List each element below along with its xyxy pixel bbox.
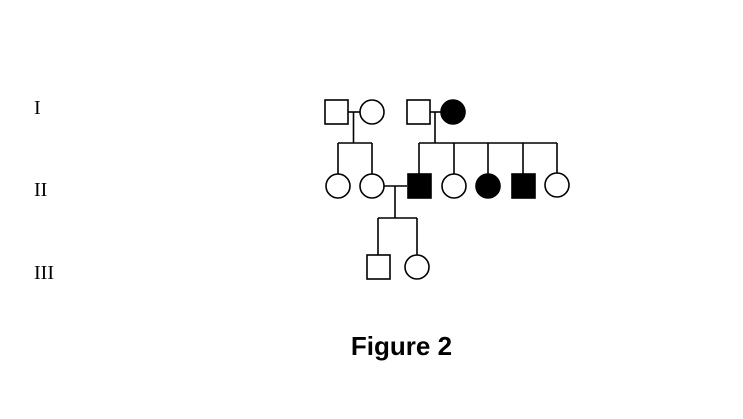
- affected-male-II-6: [511, 173, 536, 199]
- generation-label-III: III: [34, 262, 54, 284]
- unaffected-female-III-2: [404, 254, 430, 280]
- unaffected-female-II-1: [325, 173, 351, 199]
- affected-male-II-3: [407, 173, 432, 199]
- figure-caption: Figure 2: [350, 331, 453, 361]
- unaffected-male-I-3: [406, 99, 431, 125]
- generation-label-I: I: [34, 97, 41, 119]
- affected-female-II-5: [475, 173, 501, 199]
- unaffected-female-II-4: [441, 173, 467, 199]
- unaffected-female-II-2: [359, 173, 385, 199]
- generation-label-II: II: [34, 179, 48, 201]
- unaffected-male-I-1: [324, 99, 349, 125]
- unaffected-female-I-2: [359, 99, 385, 125]
- affected-female-I-4: [440, 99, 466, 125]
- unaffected-male-III-1: [366, 254, 391, 280]
- unaffected-female-II-7: [544, 172, 570, 198]
